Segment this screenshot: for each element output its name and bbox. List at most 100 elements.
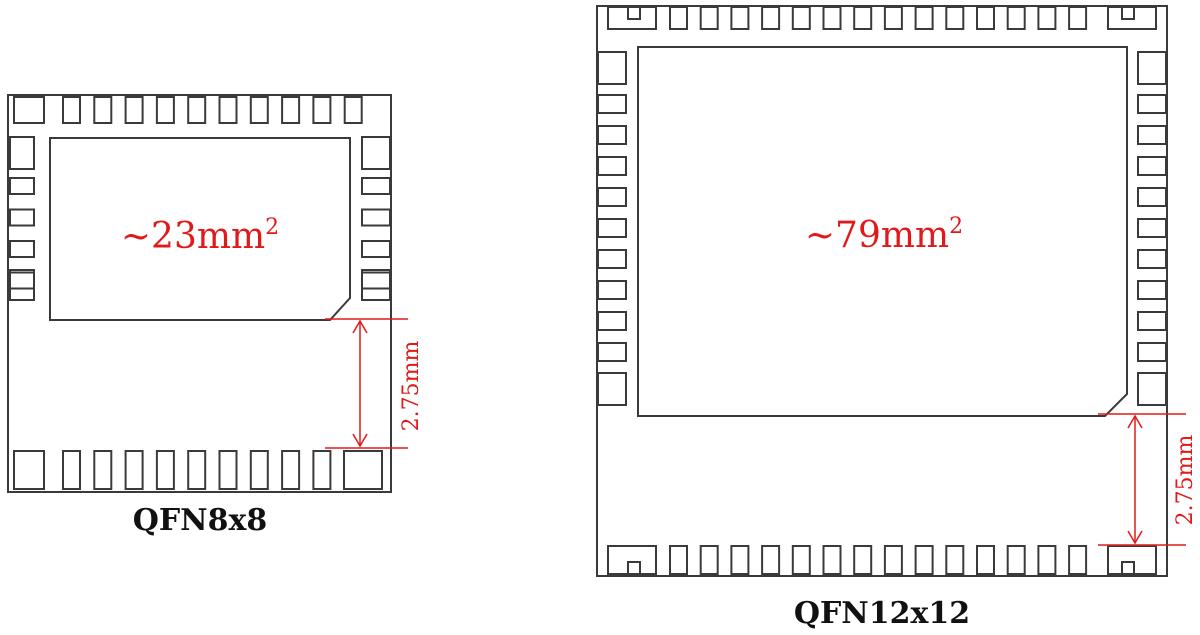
side-pad [361,269,391,301]
right-pad [1137,187,1167,207]
right-pad [1137,280,1167,300]
top-pad [155,96,175,124]
corner-pad [607,545,657,575]
qfn12x12-area-label: ~79mm2 [805,214,963,256]
qfn12x12-dim-arrowhead-bottom [1127,530,1143,545]
bottom-pad [976,545,995,575]
qfn12x12-pads [597,6,1167,575]
right-pad [1137,125,1167,145]
left-pad [597,280,627,300]
side-pad [597,372,627,406]
corner-pad [9,136,35,170]
qfn8x8-clearance-dimension: 2.75mm [325,318,424,449]
left-pad [597,156,627,176]
bottom-pad [187,450,207,490]
corner-notch [627,6,641,20]
right-pad [1137,218,1167,238]
qfn8x8-exposed-pad [49,137,351,321]
right-pad [361,208,391,227]
qfn12x12-body-outline [596,5,1168,577]
bottom-pad [945,545,965,575]
bottom-pad [822,545,842,575]
bottom-pad [155,450,175,490]
corner-pad [1107,545,1157,575]
bottom-pad [218,450,238,490]
top-pad [822,6,842,30]
bottom-pad [791,545,811,575]
side-pad [1137,372,1167,406]
top-pad [343,96,363,124]
bottom-pad [761,545,781,575]
top-pad [249,96,269,124]
bottom-pad [669,545,688,575]
top-pad [976,6,995,30]
corner-pad [597,51,627,85]
qfn12x12-caption: QFN12x12 [794,596,970,631]
left-pad [597,94,627,114]
qfn8x8-caption: QFN8x8 [133,503,268,538]
bottom-pad [1068,545,1088,575]
bottom-pad [1006,545,1026,575]
left-pad [597,218,627,238]
left-pad [597,311,627,331]
left-pad [597,187,627,207]
qfn12x12-exposed-pad [637,46,1128,417]
left-pad [597,342,627,362]
top-pad [914,6,934,30]
top-pad [312,96,332,124]
bottom-pad [249,450,269,490]
top-pad [761,6,781,30]
corner-pad [13,450,45,490]
qfn12x12-clearance-label: 2.75mm [1173,435,1198,526]
qfn8x8-dim-arrowhead-top [352,319,368,334]
bottom-pad [853,545,873,575]
right-pad [1137,94,1167,114]
top-pad [1037,6,1057,30]
corner-pad [13,96,45,124]
qfn8x8-body-outline [7,94,392,493]
bottom-pad [312,450,332,490]
corner-pad [1137,51,1167,85]
bottom-pad [1037,545,1057,575]
bottom-pad [124,450,144,490]
right-pad [1137,342,1167,362]
qfn8x8-area-label: ~23mm2 [121,215,279,257]
top-pad [730,6,750,30]
left-pad [9,177,35,195]
corner-pad [361,136,391,170]
right-pad [1137,311,1167,331]
left-pad [9,208,35,227]
corner-notch [1121,6,1135,20]
right-pad [1137,249,1167,269]
bottom-pad [281,450,301,490]
left-pad [597,249,627,269]
right-pad [361,240,391,258]
qfn12x12-package: 2.75mm ~79mm2 QFN12x12 [596,5,1198,631]
top-pad [1006,6,1026,30]
top-pad [791,6,811,30]
bottom-pad [699,545,719,575]
top-pad [1068,6,1088,30]
right-pad [1137,156,1167,176]
corner-pad [343,450,383,490]
top-pad [945,6,965,30]
qfn12x12-dim-arrowhead-top [1127,414,1143,429]
qfn12x12-clearance-dimension: 2.75mm [1098,413,1198,546]
right-pad [361,271,391,290]
qfn8x8-pads [9,96,391,490]
top-pad [699,6,719,30]
bottom-pad [730,545,750,575]
top-pad [669,6,688,30]
top-pad [124,96,144,124]
bottom-pad [62,450,81,490]
qfn8x8-dim-arrowhead-bottom [352,433,368,448]
left-pad [9,271,35,290]
bottom-pad [883,545,903,575]
side-pad [9,269,35,301]
right-pad [361,177,391,195]
corner-notch [627,561,641,575]
top-pad [93,96,113,124]
top-pad [281,96,301,124]
left-pad [9,240,35,258]
